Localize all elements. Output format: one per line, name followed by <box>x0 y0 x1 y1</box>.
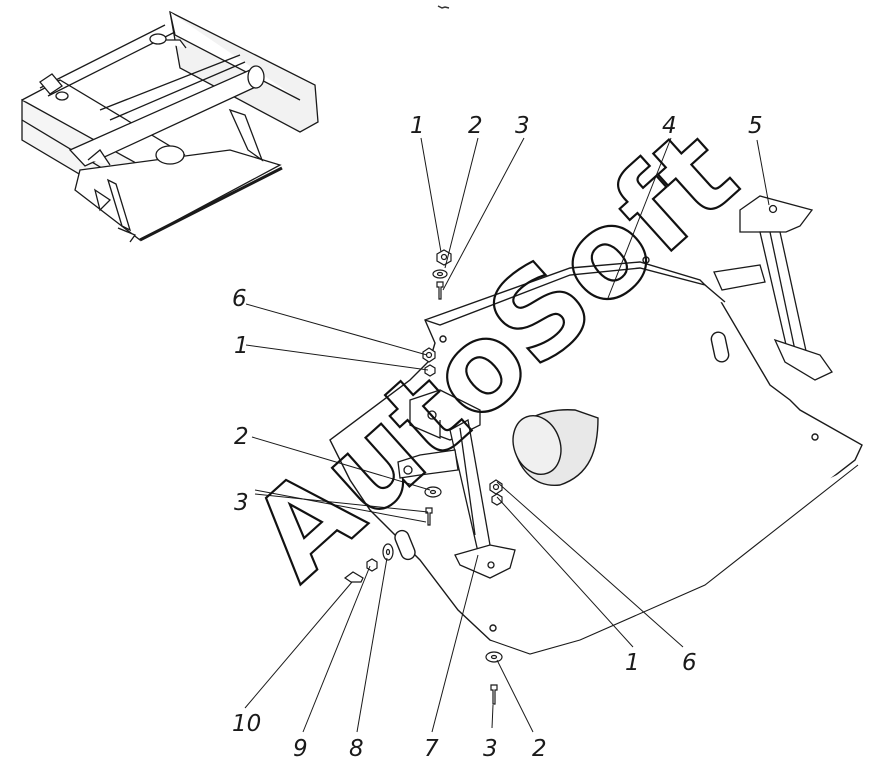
callout-top-5: 5 <box>748 113 763 139</box>
leader-lines <box>244 137 770 733</box>
callout-right-6: 6 <box>682 650 697 676</box>
callout-left-1: 1 <box>234 333 249 359</box>
callout-left-6: 6 <box>232 286 247 312</box>
callout-bottom-10: 10 <box>232 711 261 737</box>
callout-right-1: 1 <box>625 650 640 676</box>
callout-bottom-8: 8 <box>349 736 364 762</box>
frame-inset-view <box>21 10 319 243</box>
callout-bottom-9: 9 <box>293 736 308 762</box>
callout-bottom-2: 2 <box>532 736 547 762</box>
bracket-7 <box>397 389 516 579</box>
top-mark <box>437 5 450 9</box>
callout-bottom-3: 3 <box>483 736 498 762</box>
callout-top-4: 4 <box>662 113 677 139</box>
callout-top-3: 3 <box>515 113 530 139</box>
callout-bottom-7: 7 <box>424 736 439 762</box>
callout-left-2: 2 <box>234 424 249 450</box>
callout-left-3: 3 <box>234 490 249 516</box>
fasteners <box>343 249 503 705</box>
bracket-5 <box>713 195 833 381</box>
callout-top-1: 1 <box>410 113 425 139</box>
callout-top-2: 2 <box>468 113 483 139</box>
callout-labels: 1 2 3 4 5 6 1 2 3 1 6 10 9 8 7 3 2 <box>232 113 763 762</box>
